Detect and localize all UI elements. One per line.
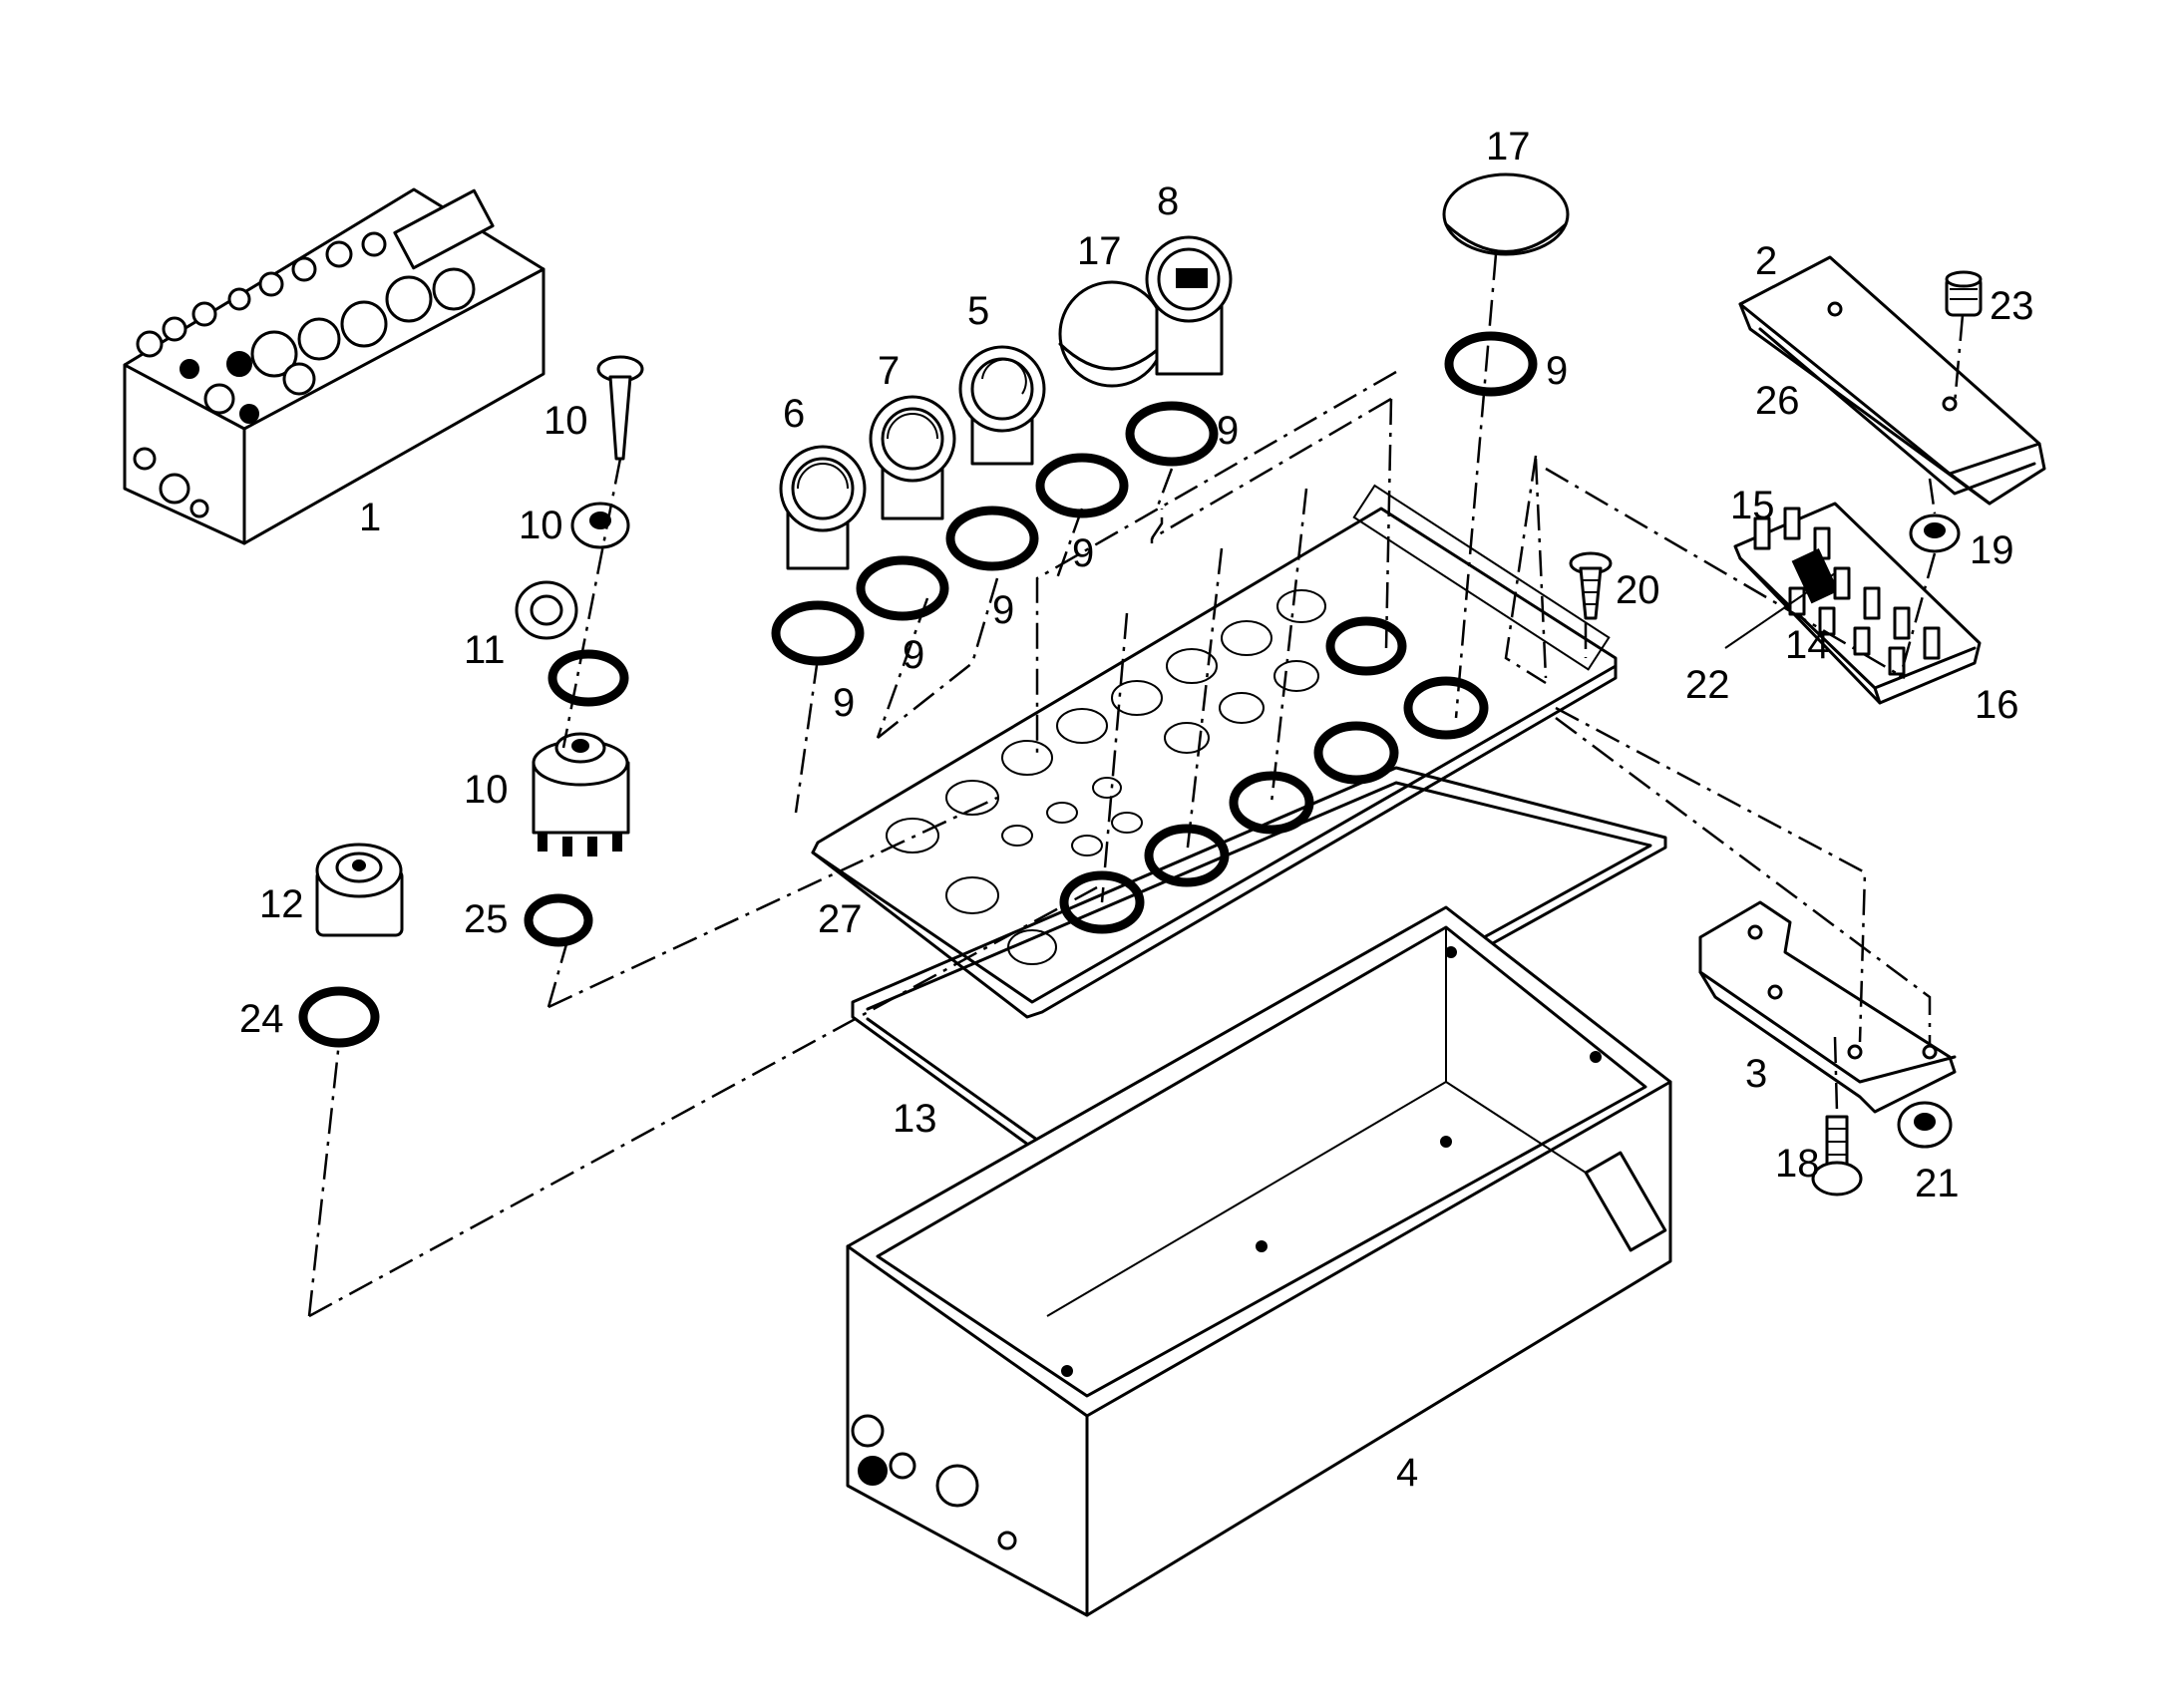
label-27: 27	[818, 897, 863, 941]
part-10-nut	[570, 502, 630, 549]
label-13: 13	[893, 1097, 937, 1141]
label-15: 15	[1730, 484, 1775, 527]
label-22: 22	[1685, 663, 1730, 707]
label-25: 25	[464, 897, 509, 941]
part-19-nut	[1909, 513, 1961, 553]
part-25-ring	[524, 893, 593, 947]
label-17-right: 17	[1486, 125, 1531, 169]
assembly-centerlines	[307, 253, 1965, 1318]
label-8: 8	[1157, 179, 1179, 223]
part-27-panel-plate	[811, 484, 1618, 1019]
label-10-key: 10	[544, 399, 588, 443]
part-13-gasket	[851, 766, 1667, 1179]
part-23-cap	[1945, 270, 1983, 317]
label-18: 18	[1775, 1142, 1820, 1186]
label-21: 21	[1915, 1162, 1960, 1205]
part-17-cap-right	[1442, 172, 1570, 256]
label-9-gauge8: 9	[1217, 409, 1239, 453]
label-9-cap17: 9	[1072, 531, 1094, 575]
part-21-nut	[1897, 1101, 1953, 1149]
part-9-rings	[771, 331, 1538, 666]
label-10-switch: 10	[464, 768, 509, 812]
label-10-nut: 10	[519, 504, 563, 547]
part-11-ring	[547, 649, 629, 707]
label-23: 23	[1990, 284, 2034, 328]
label-24: 24	[239, 997, 284, 1041]
label-7: 7	[878, 349, 900, 393]
part-8-gauge	[1145, 235, 1233, 376]
part-5-gauge	[958, 345, 1046, 466]
label-12: 12	[259, 882, 304, 926]
label-26: 26	[1755, 379, 1800, 423]
part-11-cover	[515, 580, 578, 640]
part-1-assembled-panel	[123, 187, 545, 545]
label-4: 4	[1396, 1451, 1418, 1495]
label-11: 11	[464, 628, 506, 672]
part-12-switch	[315, 843, 404, 937]
label-9-gauge7: 9	[903, 633, 924, 677]
label-2: 2	[1755, 239, 1777, 283]
part-20-screw	[1569, 551, 1613, 620]
part-24-ring	[298, 986, 380, 1048]
part-3-bracket	[1698, 900, 1957, 1114]
label-5: 5	[967, 289, 989, 333]
label-9-gauge5: 9	[992, 588, 1014, 632]
label-9-gauge6: 9	[833, 681, 855, 725]
part-10-key	[596, 355, 644, 461]
part-18-bolt	[1811, 1115, 1863, 1196]
label-9-right: 9	[1546, 349, 1568, 393]
label-6: 6	[783, 392, 805, 436]
label-17-middle: 17	[1077, 229, 1122, 273]
part-10-switch	[532, 732, 630, 856]
label-14: 14	[1785, 623, 1830, 667]
label-3: 3	[1745, 1052, 1767, 1096]
label-20: 20	[1616, 568, 1660, 612]
part-7-gauge	[869, 395, 956, 520]
label-1: 1	[359, 496, 381, 539]
part-number-labels: 1 2 3 4 5 6 7 8 9 9 9 9 9 9 10 10 10 11 …	[239, 125, 2034, 1495]
label-16: 16	[1975, 683, 2019, 727]
part-17-cap-middle	[1058, 280, 1166, 388]
part-15-terminal-strip	[1733, 502, 1982, 705]
label-19: 19	[1970, 528, 2014, 572]
part-6-gauge	[779, 445, 867, 570]
part-2-cover	[1738, 255, 2046, 506]
part-4-box	[846, 905, 1672, 1617]
